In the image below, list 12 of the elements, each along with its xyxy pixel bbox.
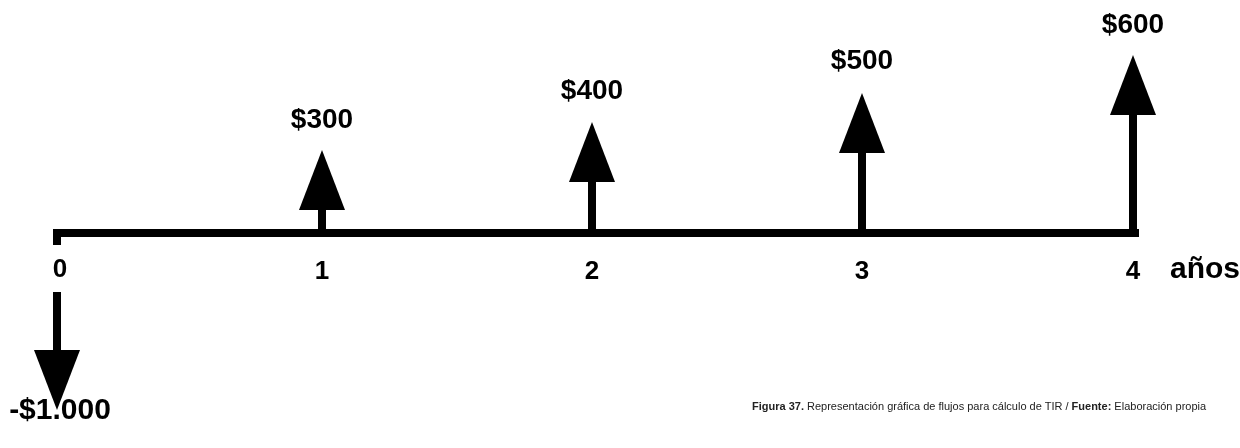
cash-flow-amount: $500 — [830, 44, 894, 76]
period-number: 4 — [1125, 255, 1141, 286]
axis-unit: años — [1170, 251, 1240, 285]
period-number: 0 — [52, 253, 68, 284]
cash-flow-amount: $300 — [290, 103, 354, 135]
cash-flow-amount: $400 — [560, 74, 624, 106]
cash-flow-amount: $600 — [1101, 8, 1165, 40]
period-number: 1 — [314, 255, 330, 286]
figure-caption: Figura 37. Representación gráfica de flujos para cálculo de TIR / Fuente: Elaboración propia — [752, 400, 1207, 412]
period-number: 3 — [854, 255, 870, 286]
period-number: 2 — [584, 255, 600, 286]
cash-flow-amount: -$1.000 — [9, 392, 111, 426]
